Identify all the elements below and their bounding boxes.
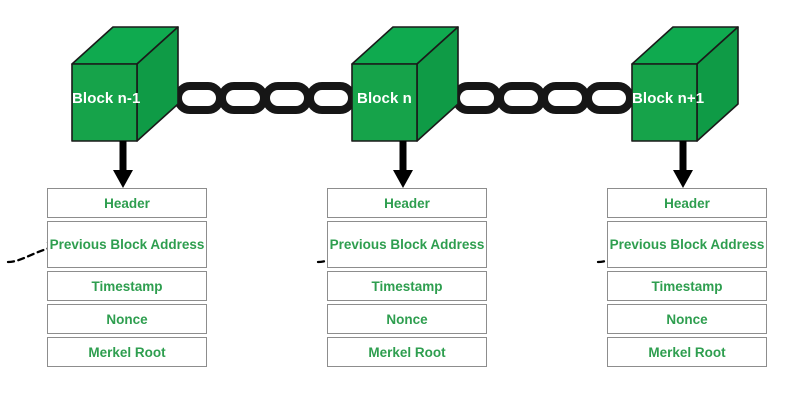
cube-front-face: [351, 63, 418, 142]
chain-link: [262, 82, 312, 114]
field-box-timestamp-block-n-plus-1: Timestamp: [607, 271, 767, 301]
cube-block-n: [351, 26, 459, 142]
field-box-header-block-n-minus-1: Header: [47, 188, 207, 218]
field-box-merkel-root-block-n: Merkel Root: [327, 337, 487, 367]
down-arrow-block-n-minus-1: [113, 141, 133, 188]
down-arrow-block-n: [393, 141, 413, 188]
field-box-nonce-block-n-plus-1: Nonce: [607, 304, 767, 334]
field-box-merkel-root-block-n-plus-1: Merkel Root: [607, 337, 767, 367]
cube-block-n-minus-1: [71, 26, 179, 142]
field-box-timestamp-block-n-minus-1: Timestamp: [47, 271, 207, 301]
cube-block-n-plus-1: [631, 26, 739, 142]
field-box-previous-block-address-block-n: Previous Block Address: [327, 221, 487, 268]
chain-link: [218, 82, 268, 114]
down-arrow-block-n-plus-1: [673, 141, 693, 188]
field-box-nonce-block-n: Nonce: [327, 304, 487, 334]
chain-link: [306, 82, 356, 114]
field-box-previous-block-address-block-n-plus-1: Previous Block Address: [607, 221, 767, 268]
chain-link: [452, 82, 502, 114]
field-box-header-block-n: Header: [327, 188, 487, 218]
chain-link: [584, 82, 634, 114]
chain-link: [496, 82, 546, 114]
field-box-nonce-block-n-minus-1: Nonce: [47, 304, 207, 334]
cube-front-face: [71, 63, 138, 142]
field-box-timestamp-block-n: Timestamp: [327, 271, 487, 301]
chain-segment-1: [174, 82, 356, 114]
field-box-merkel-root-block-n-minus-1: Merkel Root: [47, 337, 207, 367]
chain-link: [540, 82, 590, 114]
chain-segment-2: [452, 82, 634, 114]
field-box-header-block-n-plus-1: Header: [607, 188, 767, 218]
field-box-previous-block-address-block-n-minus-1: Previous Block Address: [47, 221, 207, 268]
cube-front-face: [631, 63, 698, 142]
chain-link: [174, 82, 224, 114]
